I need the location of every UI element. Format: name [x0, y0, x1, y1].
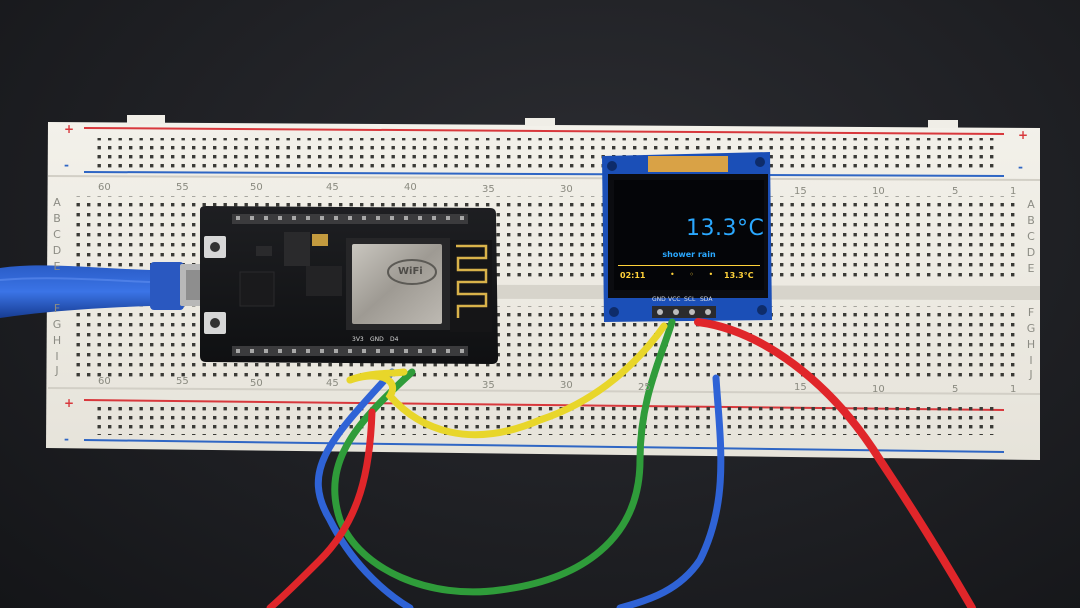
rail-plus-top: + — [64, 122, 75, 136]
row-letter: C — [1027, 230, 1035, 243]
row-letter: I — [55, 350, 59, 363]
oled-temperature-small: 13.3°C — [724, 271, 754, 280]
column-number: 1 — [1010, 186, 1017, 197]
column-number: 40 — [404, 182, 417, 193]
column-number: 30 — [560, 380, 573, 391]
row-letter: C — [53, 228, 61, 241]
row-letter: B — [53, 212, 61, 225]
column-number: 30 — [560, 184, 573, 195]
column-number: 60 — [98, 182, 111, 193]
column-number: 45 — [326, 182, 339, 193]
column-number: 35 — [482, 380, 495, 391]
row-letter: A — [1027, 198, 1035, 211]
row-letter: B — [1027, 214, 1035, 227]
column-number: 25 — [638, 382, 651, 393]
rail-minus-top: - — [64, 158, 69, 172]
jumper-wires — [266, 318, 976, 608]
oled-display: 13.3°C shower rain 02:11 • ◦ • 13.3°C — [614, 180, 764, 290]
column-number: 5 — [952, 186, 959, 197]
rail-minus-bottom: - — [64, 432, 69, 446]
column-number: 50 — [250, 378, 263, 389]
column-number: 10 — [872, 186, 885, 197]
oled-temperature: 13.3°C — [686, 216, 765, 241]
rail-minus-top-right: - — [1018, 160, 1023, 174]
column-number: 15 — [794, 382, 807, 393]
row-letter: I — [1029, 354, 1033, 367]
esp-pin-label: D4 — [390, 336, 399, 343]
row-letter: H — [1026, 338, 1036, 351]
column-number: 60 — [98, 376, 111, 387]
column-number: 45 — [326, 378, 339, 389]
row-letter: F — [53, 302, 61, 315]
oled-pin-label: SDA — [700, 296, 713, 303]
column-number: 5 — [952, 384, 959, 395]
oled-pin-label: SCL — [684, 296, 696, 303]
row-letter: E — [1027, 262, 1035, 275]
esp-pin-label: 3V3 — [352, 336, 364, 343]
column-number: 50 — [250, 182, 263, 193]
esp-pin-label: GND — [370, 336, 384, 343]
row-letter: A — [53, 196, 61, 209]
oled-divider — [618, 265, 760, 266]
column-number: 35 — [482, 184, 495, 195]
row-letter: G — [1026, 322, 1036, 335]
nodemcu-board — [200, 206, 498, 364]
column-number: 55 — [176, 376, 189, 387]
row-letter: H — [52, 334, 62, 347]
oled-weather-description: shower rain — [662, 250, 716, 259]
wifi-logo-text: WiFi — [398, 266, 423, 277]
rail-plus-top-right: + — [1018, 128, 1029, 142]
row-letter: J — [1029, 368, 1033, 381]
oled-time: 02:11 — [620, 271, 646, 280]
rail-plus-bottom: + — [64, 396, 75, 410]
row-letter: G — [52, 318, 62, 331]
row-letter: E — [53, 260, 61, 273]
column-number: 55 — [176, 182, 189, 193]
row-letter: J — [55, 364, 59, 377]
column-number: 15 — [794, 186, 807, 197]
column-number: 10 — [872, 384, 885, 395]
row-letter: F — [1027, 306, 1035, 319]
oled-page-indicator: • ◦ • — [670, 270, 720, 279]
oled-pin-label: VCC — [668, 296, 681, 303]
row-letter: D — [1026, 246, 1036, 259]
column-number: 1 — [1010, 384, 1017, 395]
oled-pin-label: GND — [652, 296, 666, 303]
row-letter: D — [52, 244, 62, 257]
